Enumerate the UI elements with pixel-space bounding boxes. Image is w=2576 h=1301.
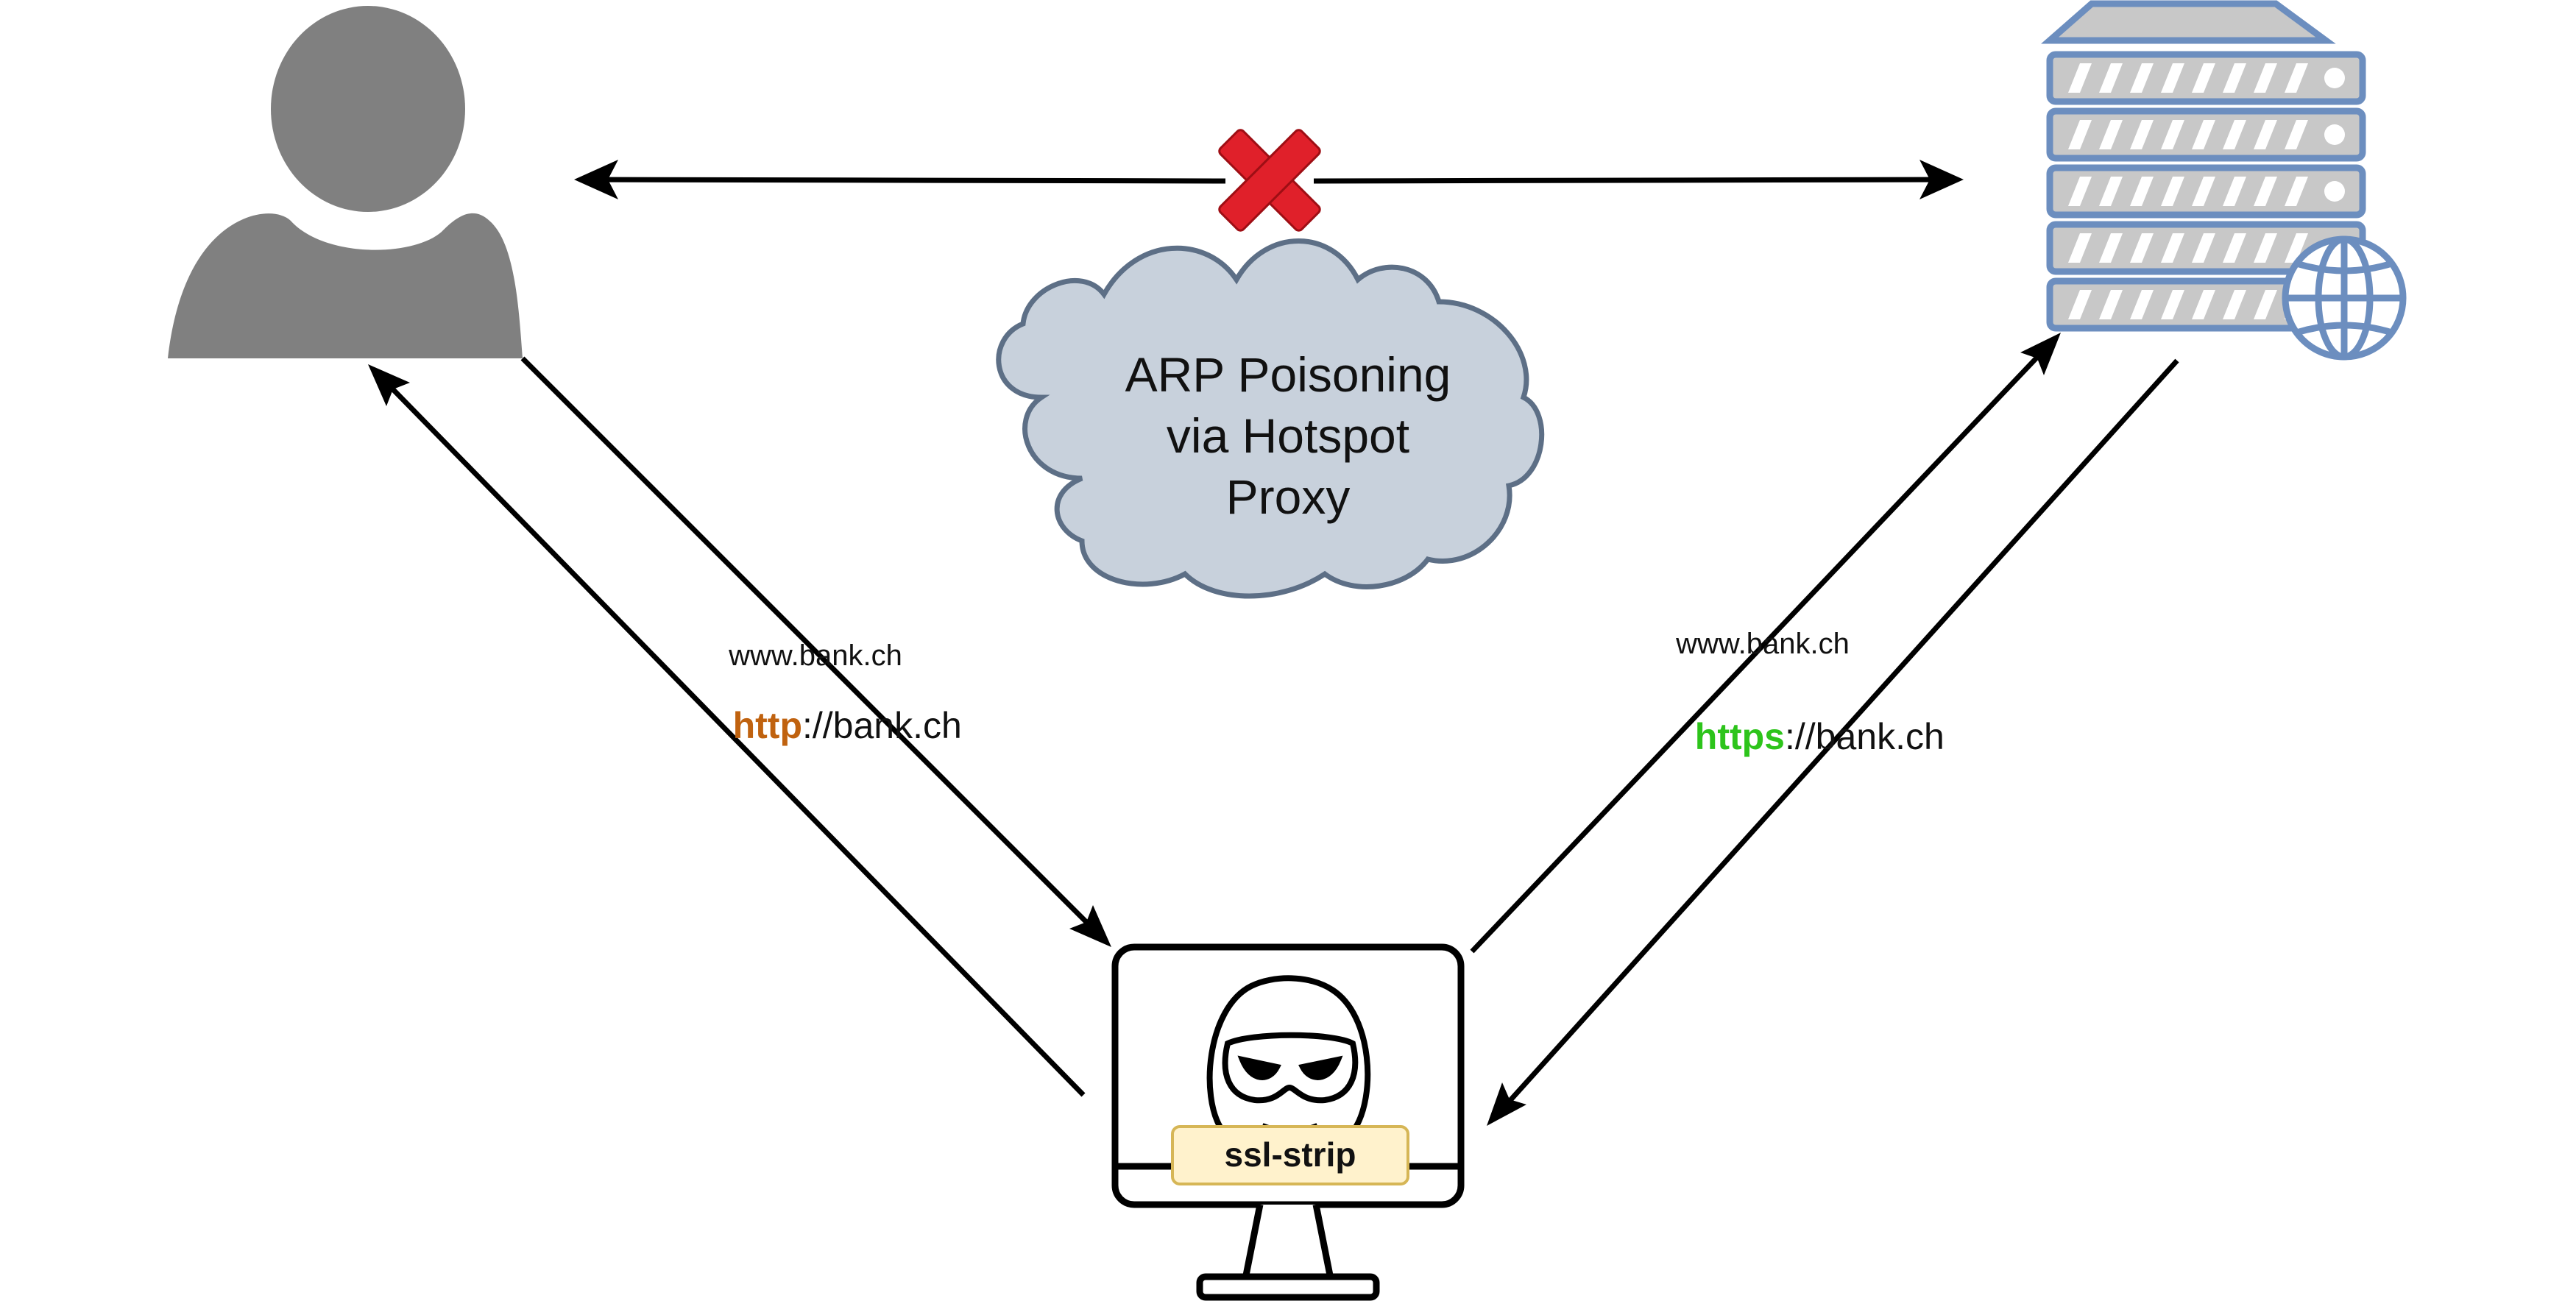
- cloud-line-1: ARP Poisoning: [1125, 347, 1451, 402]
- rack-stripe: [2099, 63, 2123, 93]
- rack-stripe: [2099, 290, 2123, 319]
- rack-stripe: [2130, 177, 2154, 206]
- rack-stripe: [2161, 120, 2184, 149]
- http-scheme-label: http: [733, 705, 802, 746]
- blocked-direct-connection: [574, 160, 1964, 199]
- user-to-attacker-label: www.bank.ch: [728, 639, 902, 672]
- rack-stripe: [2223, 177, 2246, 206]
- rack-stripe: [2161, 177, 2184, 206]
- rack-stripe: [2254, 177, 2277, 206]
- rack-stripe: [2068, 290, 2092, 319]
- rack-stripe: [2192, 233, 2215, 263]
- rack-stripe: [2161, 290, 2184, 319]
- rack-stripe: [2130, 120, 2154, 149]
- rack-stripe: [2161, 233, 2184, 263]
- rack-stripe: [2068, 233, 2092, 263]
- rack-stripe: [2099, 177, 2123, 206]
- https-scheme: https: [1695, 716, 1785, 757]
- rack-stripe: [2192, 290, 2215, 319]
- rack-stripe: [2254, 120, 2277, 149]
- rack-stripe: [2192, 120, 2215, 149]
- rack-stripe: [2161, 63, 2184, 93]
- rack-stripe: [2068, 120, 2092, 149]
- http-rest-label: ://bank.ch: [802, 705, 962, 746]
- rack-stripe: [2223, 63, 2246, 93]
- cloud-line-3: Proxy: [1226, 469, 1351, 524]
- user-to-attacker-arrow: [520, 356, 1111, 947]
- rack-stripe: [2099, 120, 2123, 149]
- ssl-strip-label: ssl-strip: [1225, 1135, 1356, 1174]
- rack-stripe: [2130, 290, 2154, 319]
- hacker-monitor-icon: ssl-strip: [1111, 943, 1465, 1301]
- rack-stripe: [2223, 233, 2246, 263]
- attacker-to-user-arrow: [368, 364, 1086, 1097]
- http-scheme: http: [733, 705, 802, 746]
- arp-poisoning-cloud: ARP Poisoning via Hotspot Proxy: [996, 238, 1545, 599]
- rack-stripe: [2285, 120, 2308, 149]
- https-scheme-label: https: [1695, 716, 1785, 757]
- rack-stripe: [2130, 233, 2154, 263]
- cloud-line-2: via Hotspot: [1167, 408, 1409, 463]
- rack-stripe: [2285, 177, 2308, 206]
- ssl-strip-tag: [1171, 1125, 1409, 1185]
- rack-stripe: [2130, 63, 2154, 93]
- rack-stripe: [2285, 63, 2308, 93]
- rack-stripe: [2254, 290, 2277, 319]
- user-icon: [168, 6, 523, 358]
- attacker-to-server-arrow: [1470, 333, 2061, 954]
- rack-stripe: [2285, 233, 2308, 263]
- rack-stripe: [2223, 120, 2246, 149]
- globe-icon: [2282, 235, 2407, 361]
- server-to-attacker-arrow: [1487, 358, 2179, 1126]
- rack-stripe: [2068, 63, 2092, 93]
- rack-stripe: [2254, 63, 2277, 93]
- rack-stripe: [2254, 233, 2277, 263]
- rack-stripe: [2192, 63, 2215, 93]
- rack-stripe: [2068, 177, 2092, 206]
- red-x-icon: [1218, 129, 1321, 232]
- https-rest-label: ://bank.ch: [1785, 716, 1945, 757]
- rack-stripe: [2192, 177, 2215, 206]
- rack-stripe: [2223, 290, 2246, 319]
- attacker-to-server-label: www.bank.ch: [1675, 628, 1850, 660]
- rack-stripe: [2099, 233, 2123, 263]
